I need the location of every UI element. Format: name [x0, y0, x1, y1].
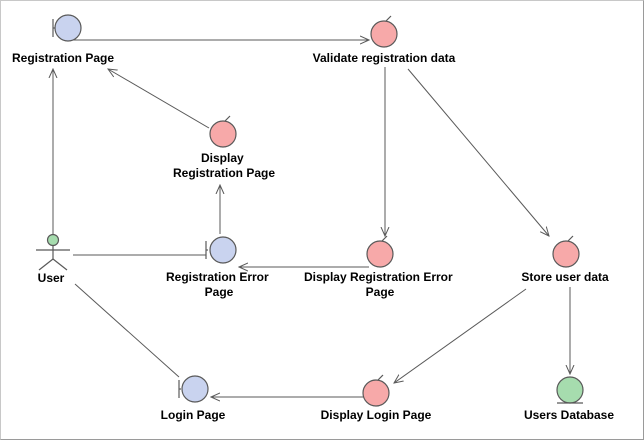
- login-page-label: Login Page: [161, 408, 226, 422]
- node-display-registration-page[interactable]: Display Registration Page: [173, 115, 275, 180]
- control-icon: [362, 374, 390, 407]
- control-icon: [370, 15, 398, 48]
- edge-validate-data-to-store-user-data: [407, 68, 549, 236]
- actor-icon: [36, 233, 70, 271]
- node-user[interactable]: User: [36, 233, 70, 286]
- user-label: User: [38, 271, 65, 285]
- node-registration-page[interactable]: Registration Page: [12, 14, 114, 65]
- display-registration-error-page-label: Display Registration Error Page: [304, 270, 456, 299]
- store-user-data-label: Store user data: [521, 270, 609, 284]
- edge-store-user-data-to-display-login-page: [394, 288, 527, 383]
- control-icon: [209, 115, 237, 148]
- boundary-icon: [52, 14, 82, 42]
- display-login-page-label: Display Login Page: [321, 408, 432, 422]
- node-display-registration-error-page[interactable]: Display Registration Error Page: [304, 235, 456, 299]
- node-registration-error-page[interactable]: Registration Error Page: [166, 236, 272, 299]
- validate-registration-data-label: Validate registration data: [313, 51, 456, 65]
- registration-error-page-label: Registration Error Page: [166, 270, 272, 299]
- node-validate-registration-data[interactable]: Validate registration data: [313, 15, 456, 65]
- boundary-icon: [205, 236, 237, 264]
- entity-icon: [556, 376, 584, 404]
- edges: [53, 40, 570, 397]
- edge-user-to-login-page: [74, 283, 180, 378]
- control-icon: [366, 235, 394, 268]
- control-icon: [552, 235, 580, 268]
- node-display-login-page[interactable]: Display Login Page: [321, 374, 432, 422]
- node-login-page[interactable]: Login Page: [161, 375, 226, 422]
- users-database-label: Users Database: [524, 408, 614, 422]
- edge-display-registration-page-to-registration-page: [108, 69, 210, 129]
- boundary-icon: [178, 375, 209, 403]
- node-store-user-data[interactable]: Store user data: [521, 235, 609, 284]
- display-registration-page-label: Display Registration Page: [173, 151, 275, 180]
- node-users-database[interactable]: Users Database: [524, 376, 614, 422]
- registration-page-label: Registration Page: [12, 51, 114, 65]
